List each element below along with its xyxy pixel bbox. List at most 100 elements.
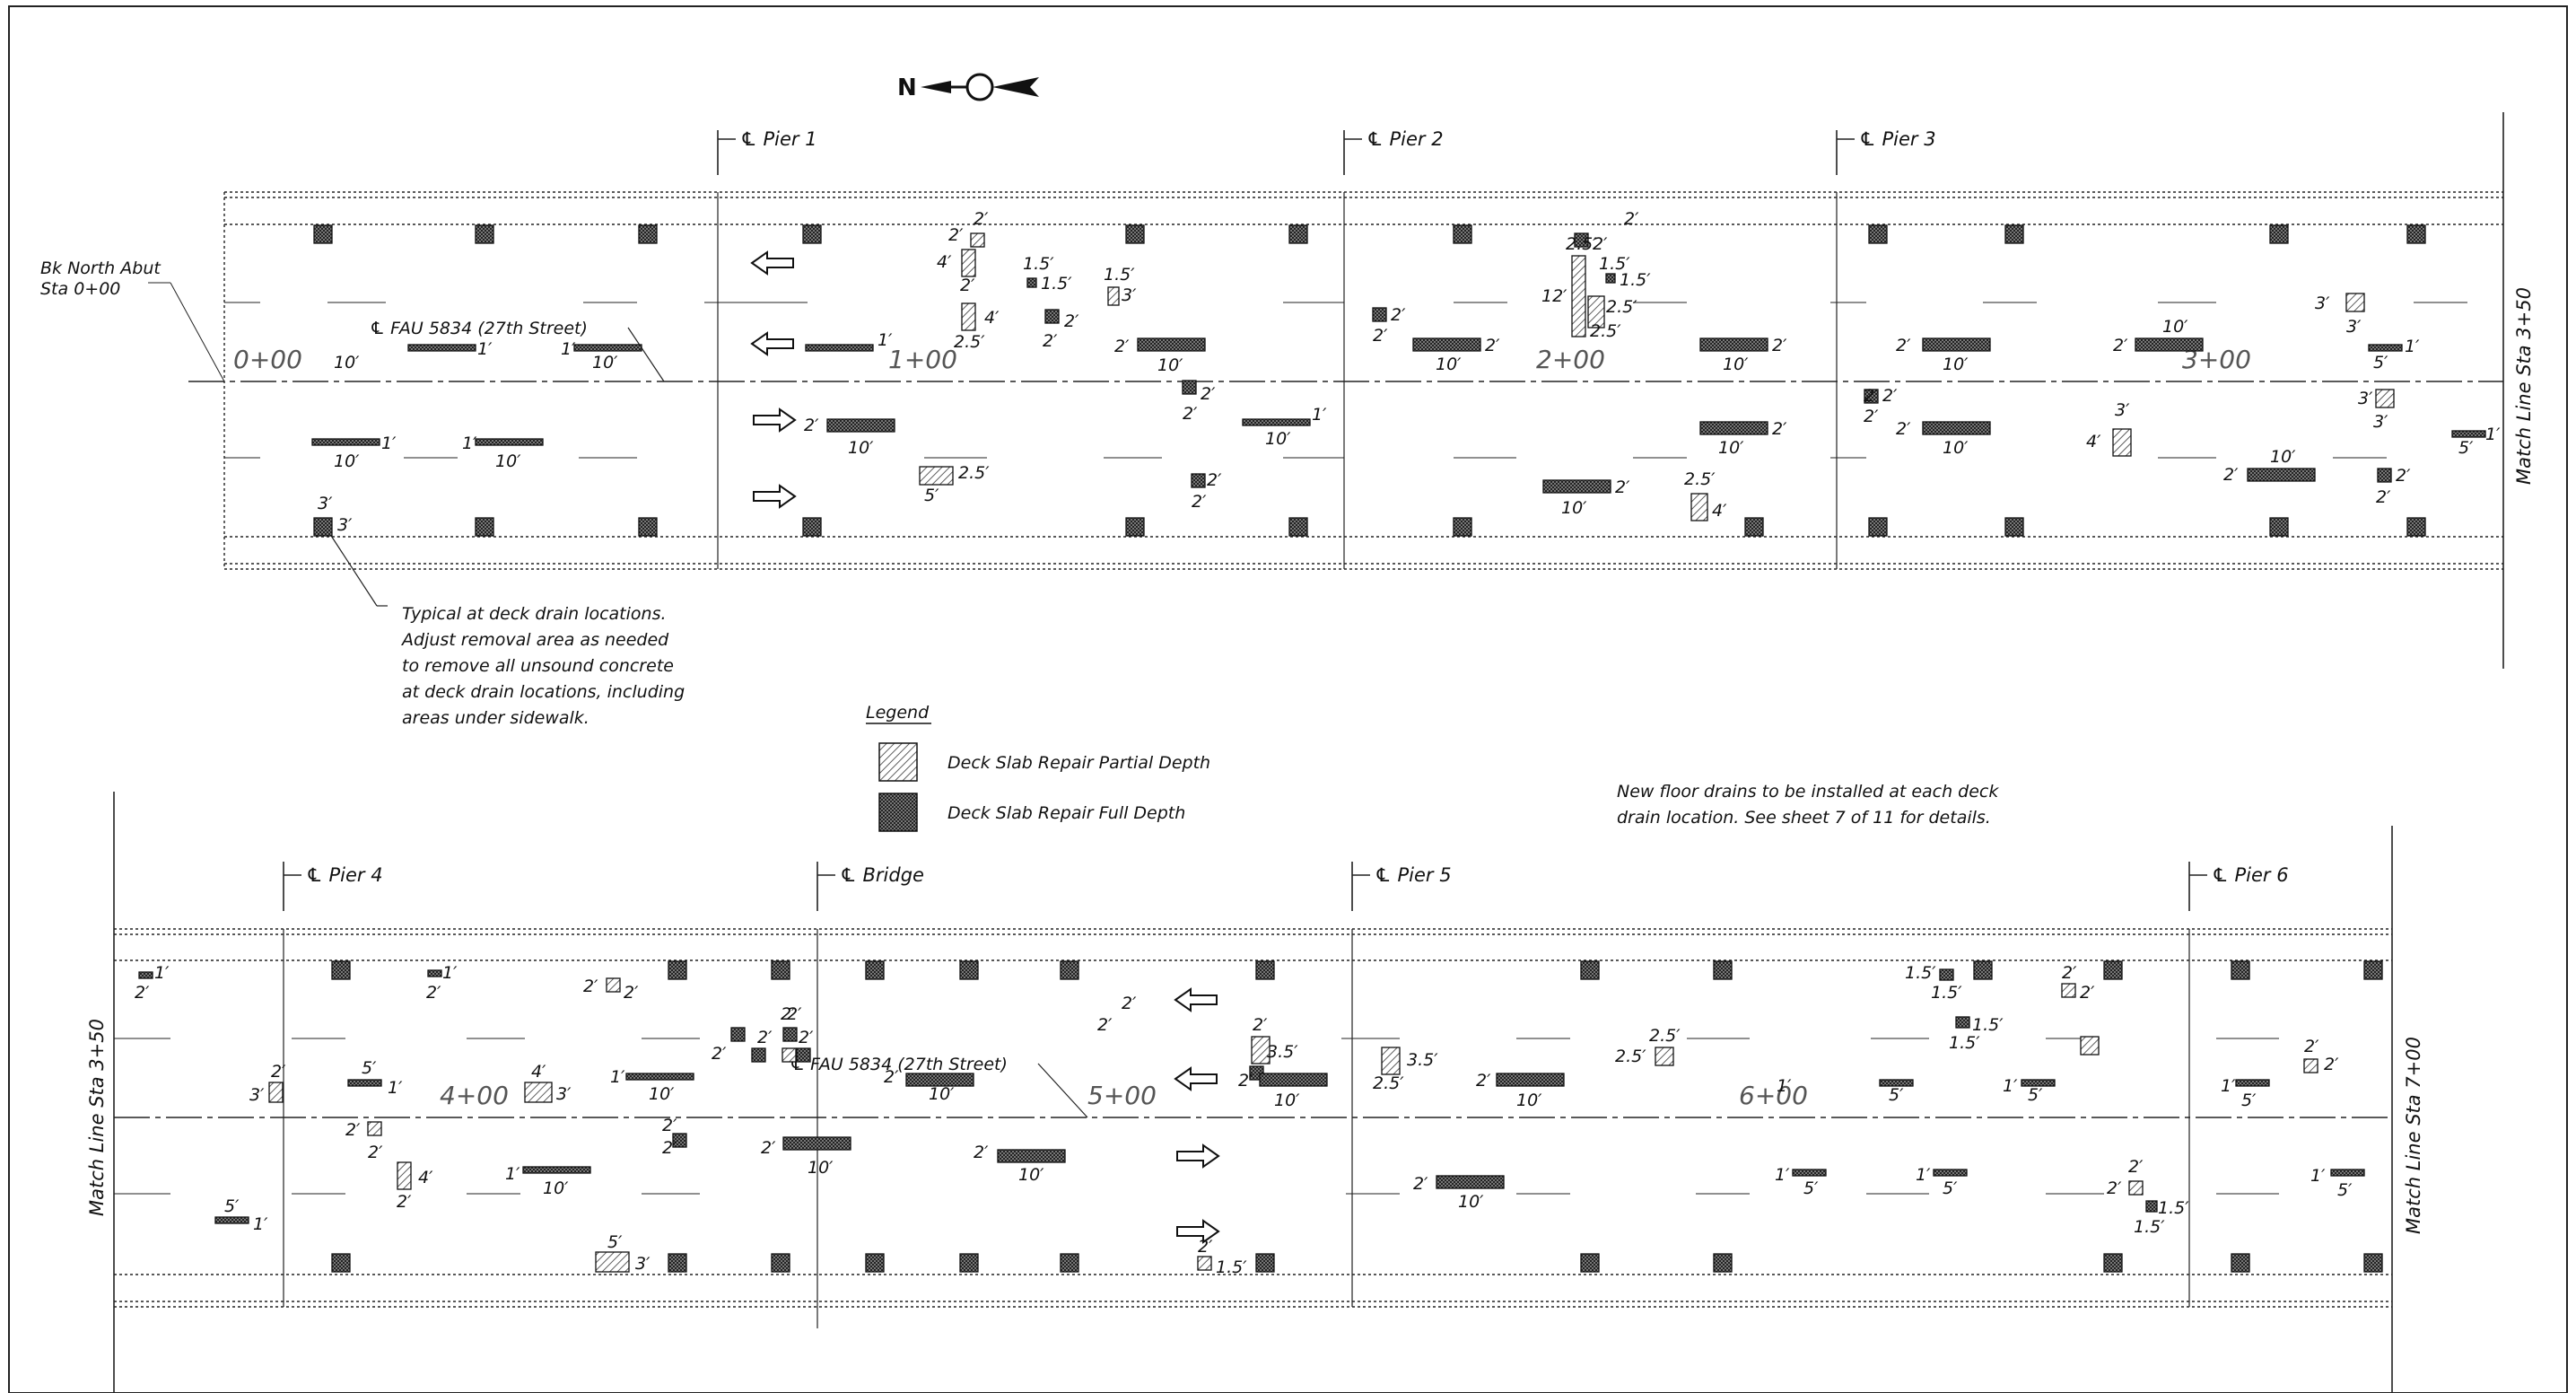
- deck-drain-repair: [2363, 960, 2383, 980]
- dimension-label: 2′: [1864, 386, 1879, 406]
- full-depth-repair: [214, 1216, 249, 1224]
- dimension-label: 10′: [1458, 1192, 1484, 1212]
- partial-depth-repair: [970, 232, 985, 248]
- dimension-label: 2′: [2080, 983, 2095, 1003]
- deck-drain-repair: [2103, 960, 2123, 980]
- traffic-arrows-bottom: [1174, 987, 1220, 1244]
- dimension-label: 1′: [477, 339, 493, 359]
- full-depth-repair: [1605, 273, 1616, 284]
- full-depth-repair: [1922, 337, 1991, 352]
- deck-drain-repair: [313, 224, 333, 244]
- deck-drain-repair: [1744, 517, 1764, 537]
- dimension-label: 2′: [1615, 477, 1630, 497]
- dimension-label: 2′: [1183, 404, 1198, 424]
- dimension-label: 4′: [418, 1168, 433, 1187]
- dimension-label: 1′: [610, 1067, 625, 1087]
- deck-drain-repair: [2004, 224, 2024, 244]
- north-label: N: [897, 74, 917, 101]
- floor-drain-note-line2: drain location. See sheet 7 of 11 for de…: [1617, 808, 1991, 828]
- full-depth-repair: [1044, 309, 1060, 324]
- partial-depth-repair: [782, 1047, 797, 1063]
- pier-4-label: ℄ Pier 4: [306, 864, 383, 886]
- dimension-label: 2′: [1238, 1071, 1253, 1091]
- full-depth-repair: [138, 971, 153, 979]
- dimension-label: 2′: [426, 983, 441, 1003]
- full-depth-repair: [730, 1027, 746, 1042]
- dimension-label: 10′: [2162, 317, 2188, 337]
- dimension-label: 10′: [2270, 447, 2296, 467]
- dimension-label: 1′: [505, 1164, 520, 1184]
- arrow-left-icon: [1174, 987, 1218, 1012]
- deck-drain-repair: [2363, 1253, 2383, 1273]
- dimension-label: 1′: [2485, 425, 2501, 444]
- dimension-label: 1′: [154, 963, 170, 983]
- dimension-label: 10′: [1018, 1165, 1044, 1185]
- partial-depth-repair: [961, 249, 976, 277]
- partial-depth-repair: [595, 1251, 630, 1273]
- dimension-label: 3.5′: [1267, 1042, 1298, 1062]
- full-depth-repair: [672, 1133, 687, 1148]
- full-depth-repair: [1182, 380, 1197, 395]
- partial-depth-repair: [1107, 286, 1120, 306]
- centerline-label-bottom: ℄ FAU 5834 (27th Street): [790, 1055, 1008, 1074]
- full-depth-repair: [347, 1079, 382, 1087]
- deck-drain-repair: [331, 1253, 351, 1273]
- full-depth-repair: [1372, 307, 1387, 322]
- dimension-label: 3′: [2315, 293, 2330, 313]
- full-depth-repair: [2330, 1169, 2365, 1177]
- dimension-label: 2.5′: [1649, 1026, 1681, 1046]
- dimension-label: 2′: [1864, 407, 1879, 426]
- dimension-label: 2′: [1064, 311, 1079, 331]
- dimension-label: 4′: [531, 1062, 546, 1082]
- deck-drain-repair: [959, 1253, 979, 1273]
- full-depth-repair: [2135, 337, 2204, 352]
- dimension-label: 2′: [1882, 386, 1898, 406]
- dimension-label: 2′: [1485, 336, 1500, 355]
- dimension-label: 3′: [1122, 285, 1137, 305]
- deck-drain-repair: [1580, 960, 1600, 980]
- drain-note-line4: at deck drain locations, including: [402, 682, 685, 702]
- drain-note-line2: Adjust removal area as needed: [400, 630, 669, 650]
- partial-depth-repair: [268, 1082, 284, 1103]
- dimension-label: 10′: [1718, 438, 1744, 458]
- full-depth-repair: [1026, 277, 1037, 288]
- match-line-bottom-right: Match Line Sta 7+00: [2403, 1037, 2424, 1234]
- dimension-label: 10′: [1723, 355, 1749, 374]
- dimension-label: 2′: [787, 1004, 802, 1024]
- deck-drain-repair: [1453, 517, 1472, 537]
- full-depth-repair: [2451, 430, 2486, 438]
- dimension-label: 1′: [1775, 1165, 1790, 1185]
- full-depth-repair: [1933, 1169, 1968, 1177]
- full-depth-repair: [1699, 421, 1768, 435]
- dimension-label: 10′: [929, 1084, 955, 1104]
- full-depth-repair: [311, 438, 380, 446]
- full-depth-repair: [625, 1073, 694, 1081]
- deck-drain-repair: [2004, 517, 2024, 537]
- dimension-label: 2′: [624, 983, 639, 1003]
- partial-depth-repair: [397, 1161, 412, 1190]
- deck-drain-repair: [1713, 1253, 1733, 1273]
- pier-3-label: ℄ Pier 3: [1859, 128, 1936, 150]
- station-2: 2+00: [1536, 345, 1605, 374]
- dimension-label: 2′: [1772, 419, 1787, 439]
- dimension-label: 2.5′: [954, 332, 985, 352]
- dimension-label: 1.5′: [1216, 1257, 1247, 1277]
- deck-drain-repair: [2406, 224, 2426, 244]
- dimension-label: 2.5′: [1566, 234, 1597, 254]
- deck-drain-repair: [2231, 960, 2250, 980]
- dimension-label: 1′: [1312, 405, 1327, 425]
- dimension-label: 2′: [1198, 1237, 1213, 1257]
- full-depth-repair: [805, 344, 874, 352]
- dimension-label: 2′: [761, 1138, 776, 1158]
- dimension-label: 2′: [2113, 336, 2128, 355]
- full-depth-repair: [2021, 1079, 2056, 1087]
- dimension-label: 5′: [224, 1196, 240, 1216]
- legend-label-full: Deck Slab Repair Full Depth: [947, 803, 1185, 823]
- full-depth-repair: [1242, 418, 1311, 426]
- arrow-left-icon: [750, 331, 794, 356]
- deck-drain-repair: [1125, 517, 1145, 537]
- station-4: 4+00: [440, 1081, 509, 1110]
- partial-depth-repair: [2345, 293, 2365, 312]
- station-6: 6+00: [1739, 1081, 1808, 1110]
